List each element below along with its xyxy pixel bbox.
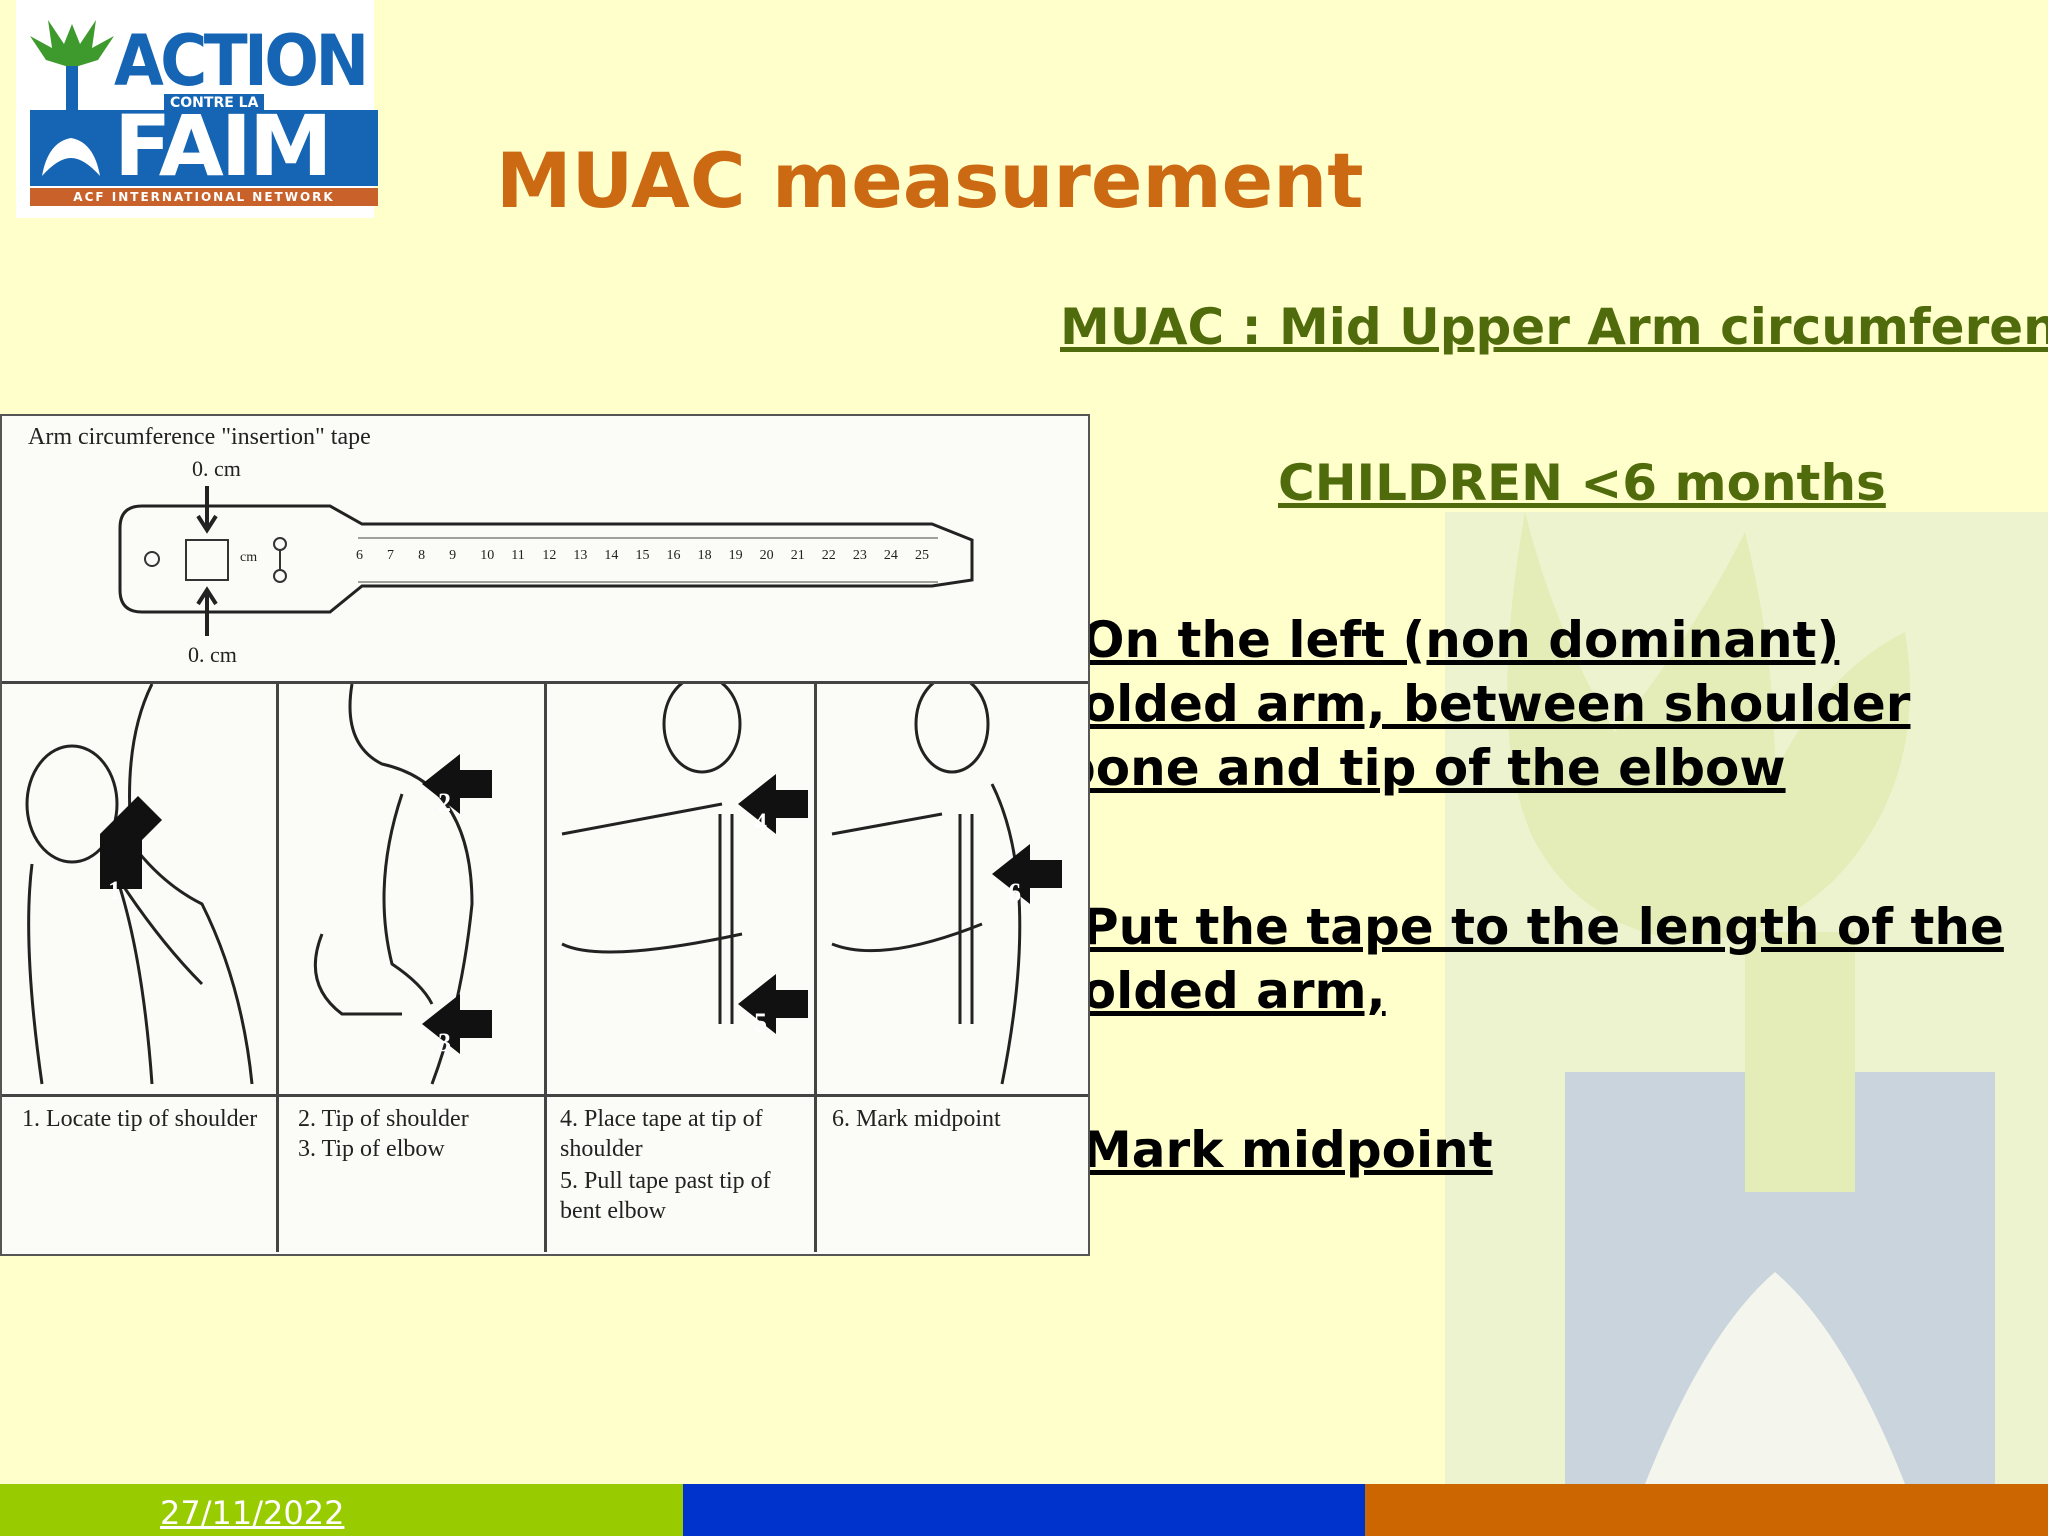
tape-tick-label: 7 [387, 548, 395, 563]
step-arrows [100, 754, 1062, 1054]
tape-tick-label: 11 [511, 548, 525, 563]
bullet-item: On the left (non dominant) folded arm, b… [1060, 608, 2020, 800]
acf-logo: ACTION CONTRE LA FAIM ACF INTERNATIONAL … [16, 0, 378, 218]
step-label: 6. Mark midpoint [832, 1106, 1001, 1132]
muac-illustration: Arm circumference "insertion" tape 0. cm… [0, 414, 1090, 1256]
footer-segment-orange [1365, 1484, 2048, 1536]
tape-tick-label: 16 [666, 548, 681, 563]
tape-tick-label: 8 [418, 548, 426, 563]
tape-tick-label: 10 [480, 548, 495, 563]
tape-tick-label: 13 [573, 548, 588, 563]
tape-cm-label: cm [240, 550, 258, 565]
step-label: 5. Pull tape past tip of bent elbow [560, 1168, 771, 1224]
logo-contre-text: CONTRE LA [164, 94, 265, 112]
step-label: 3. Tip of elbow [298, 1136, 445, 1162]
footer-segment-green [0, 1484, 683, 1536]
footer-bar [0, 1484, 2048, 1536]
arrow-number: 4 [754, 808, 767, 837]
tape-tick-label: 22 [821, 548, 836, 563]
arrow-number: 2 [438, 788, 451, 817]
tape-tick-label: 6 [356, 548, 363, 563]
bullet-item: Put the tape to the length of the folded… [1060, 895, 2020, 1023]
step-label: 2. Tip of shoulder [298, 1106, 469, 1132]
root-logo-icon [42, 118, 100, 176]
arrow-number: 3 [438, 1028, 451, 1057]
tape-tick-label: 12 [542, 548, 557, 563]
tape-tick-label: 18 [697, 548, 712, 563]
tape-scale: 6 7 8 9 10 11 12 13 14 15 16 18 19 20 21 22 23 24 25 [356, 548, 946, 572]
bullet-list: On the left (non dominant) folded arm, b… [1060, 608, 2020, 1277]
tape-tick-label: 25 [914, 548, 929, 563]
logo-action-text: ACTION [114, 20, 369, 102]
slide-subtitle: MUAC : Mid Upper Arm circumference [1060, 298, 2048, 356]
arrow-number: 6 [1008, 878, 1021, 907]
tape-tick-label: 21 [790, 548, 805, 563]
panel-divider [544, 682, 547, 1252]
tape-tick-label: 14 [604, 548, 619, 563]
bullet-item: Mark midpoint [1060, 1118, 2020, 1182]
slide-date: 27/11/2022 [160, 1494, 345, 1532]
muac-tape-drawing [118, 486, 974, 636]
arrow-number: 1 [108, 876, 121, 905]
tape-tick-label: 23 [852, 548, 867, 563]
tape-tick-label: 20 [759, 548, 774, 563]
logo-faim-text: FAIM [114, 97, 333, 195]
logo-network-text: ACF INTERNATIONAL NETWORK [30, 188, 378, 206]
acf-watermark [1445, 512, 2048, 1484]
tape-tick-label: 9 [449, 548, 457, 563]
bullet-text: Mark midpoint [1082, 1121, 1493, 1179]
tape-tick-label: 19 [728, 548, 743, 563]
panel-divider [814, 682, 817, 1252]
audience-heading: CHILDREN <6 months [1278, 454, 1886, 512]
plant-logo-icon [30, 20, 114, 110]
measurement-steps-drawing [25, 684, 1062, 1085]
arrow-number: 5 [754, 1008, 767, 1037]
tape-tick-label: 24 [883, 548, 898, 563]
bullet-text: On the left (non dominant) folded arm, b… [1060, 611, 1911, 797]
figure-caption: Arm circumference "insertion" tape [28, 424, 371, 450]
slide-title: MUAC measurement [496, 136, 1364, 225]
tape-tick-label: 15 [635, 548, 650, 563]
zero-cm-top-label: 0. cm [192, 456, 241, 481]
step-label: 1. Locate tip of shoulder [22, 1106, 258, 1132]
footer-segment-blue [683, 1484, 1365, 1536]
zero-cm-bottom-label: 0. cm [188, 642, 237, 667]
step-label: 4. Place tape at tip of shoulder [560, 1106, 763, 1162]
bullet-text: Put the tape to the length of the folded… [1060, 898, 2004, 1020]
panel-divider [276, 682, 279, 1252]
